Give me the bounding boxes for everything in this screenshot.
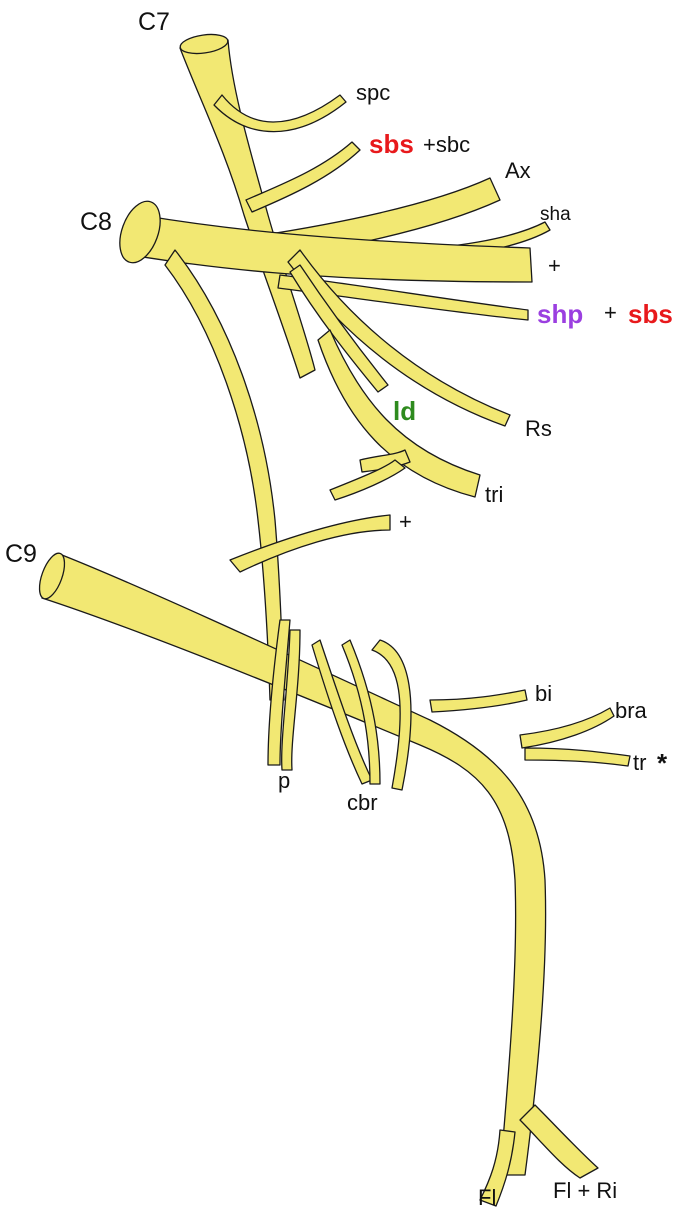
shp-branch bbox=[277, 274, 529, 321]
label-ld: ld bbox=[393, 396, 417, 426]
fl-branch bbox=[479, 1129, 516, 1207]
p-branch bbox=[267, 619, 291, 766]
c9-end bbox=[38, 552, 66, 600]
label-fl-ri: Fl + Ri bbox=[553, 1178, 618, 1203]
label-sha: sha bbox=[540, 204, 571, 225]
c8-end bbox=[119, 200, 161, 264]
label-p: p bbox=[278, 768, 291, 793]
label-ax: Ax bbox=[505, 158, 531, 183]
label-cbr: cbr bbox=[347, 790, 378, 815]
label-c9: C9 bbox=[5, 540, 37, 568]
p-branch-2 bbox=[281, 629, 301, 771]
tr-branch bbox=[524, 747, 631, 767]
label-sbs-top: sbs bbox=[369, 129, 414, 159]
tri-branch bbox=[317, 329, 481, 498]
label-plus-sha: + bbox=[548, 253, 561, 278]
label-plus-mid: + bbox=[399, 509, 412, 534]
label-sbc: +sbc bbox=[423, 132, 471, 157]
c7-end bbox=[179, 33, 229, 55]
cbr-branch-1 bbox=[311, 639, 373, 785]
label-bi: bi bbox=[535, 681, 553, 706]
c8-trunk bbox=[129, 214, 533, 283]
spc-branch bbox=[213, 94, 347, 133]
label-bra: bra bbox=[615, 698, 647, 723]
label-c7: C7 bbox=[138, 8, 170, 36]
sbs-branch bbox=[245, 141, 361, 213]
bi-branch bbox=[429, 689, 528, 713]
cbr-branch-3 bbox=[371, 639, 412, 791]
bra-branch bbox=[519, 707, 615, 749]
c7-trunk bbox=[179, 39, 316, 379]
mid-plus-branch bbox=[229, 514, 391, 573]
ld-branch bbox=[289, 264, 389, 393]
label-asterisk: * bbox=[657, 748, 668, 778]
tri-sub bbox=[359, 449, 411, 473]
label-shp: shp bbox=[537, 299, 584, 329]
label-c8: C8 bbox=[80, 208, 112, 236]
cbr-branch-2 bbox=[341, 639, 381, 785]
label-fl: Fl bbox=[478, 1185, 497, 1210]
label-spc: spc bbox=[356, 80, 391, 105]
label-tr: tr bbox=[633, 750, 647, 775]
label-rs: Rs bbox=[525, 416, 552, 441]
flri-branch bbox=[519, 1104, 599, 1179]
label-sbs-mid: sbs bbox=[628, 299, 673, 329]
tri-loop bbox=[329, 459, 406, 501]
label-tri: tri bbox=[485, 482, 504, 507]
label-plus-shp: + bbox=[604, 300, 617, 325]
